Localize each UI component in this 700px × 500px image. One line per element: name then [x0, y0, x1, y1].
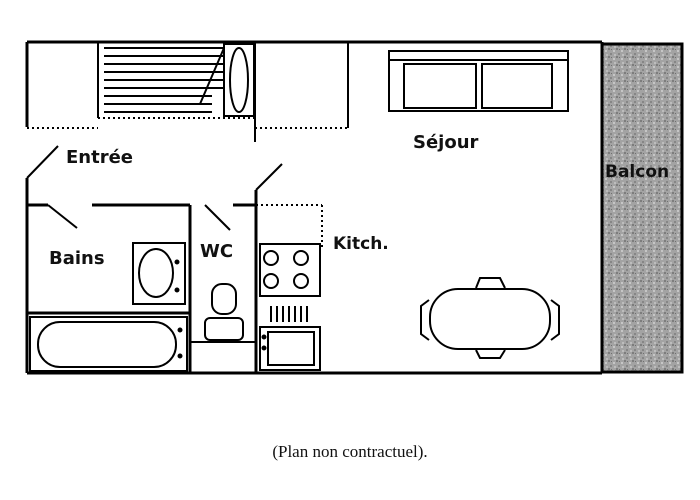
plan-disclaimer: (Plan non contractuel).: [272, 442, 428, 461]
room-label-sejour: Séjour: [413, 132, 479, 153]
bathtub-icon: [29, 316, 188, 372]
room-label-balcon: Balcon: [605, 162, 669, 182]
entrance-door: [26, 145, 59, 179]
sofa-icon: [388, 50, 569, 112]
room-label-wc: WC: [200, 241, 233, 262]
sink-icon: [259, 326, 321, 371]
kitchen-partition: [256, 204, 323, 248]
room-label-bains: Bains: [49, 248, 105, 269]
toilet-icon: [190, 283, 256, 343]
stove-icon: [259, 243, 321, 297]
room-label-entree: Entrée: [66, 147, 133, 168]
doors: [47, 163, 283, 231]
washbasin-icon: [132, 242, 186, 305]
dish-drainer-icon: [270, 306, 308, 322]
water-heater-icon: [223, 43, 255, 117]
dining-table-icon: [420, 277, 560, 359]
outer-walls: [25, 40, 604, 375]
stair-hatching: [104, 47, 225, 113]
balcony: [600, 42, 684, 374]
interior-walls: [27, 190, 258, 373]
room-label-kitchen: Kitch.: [333, 234, 389, 254]
